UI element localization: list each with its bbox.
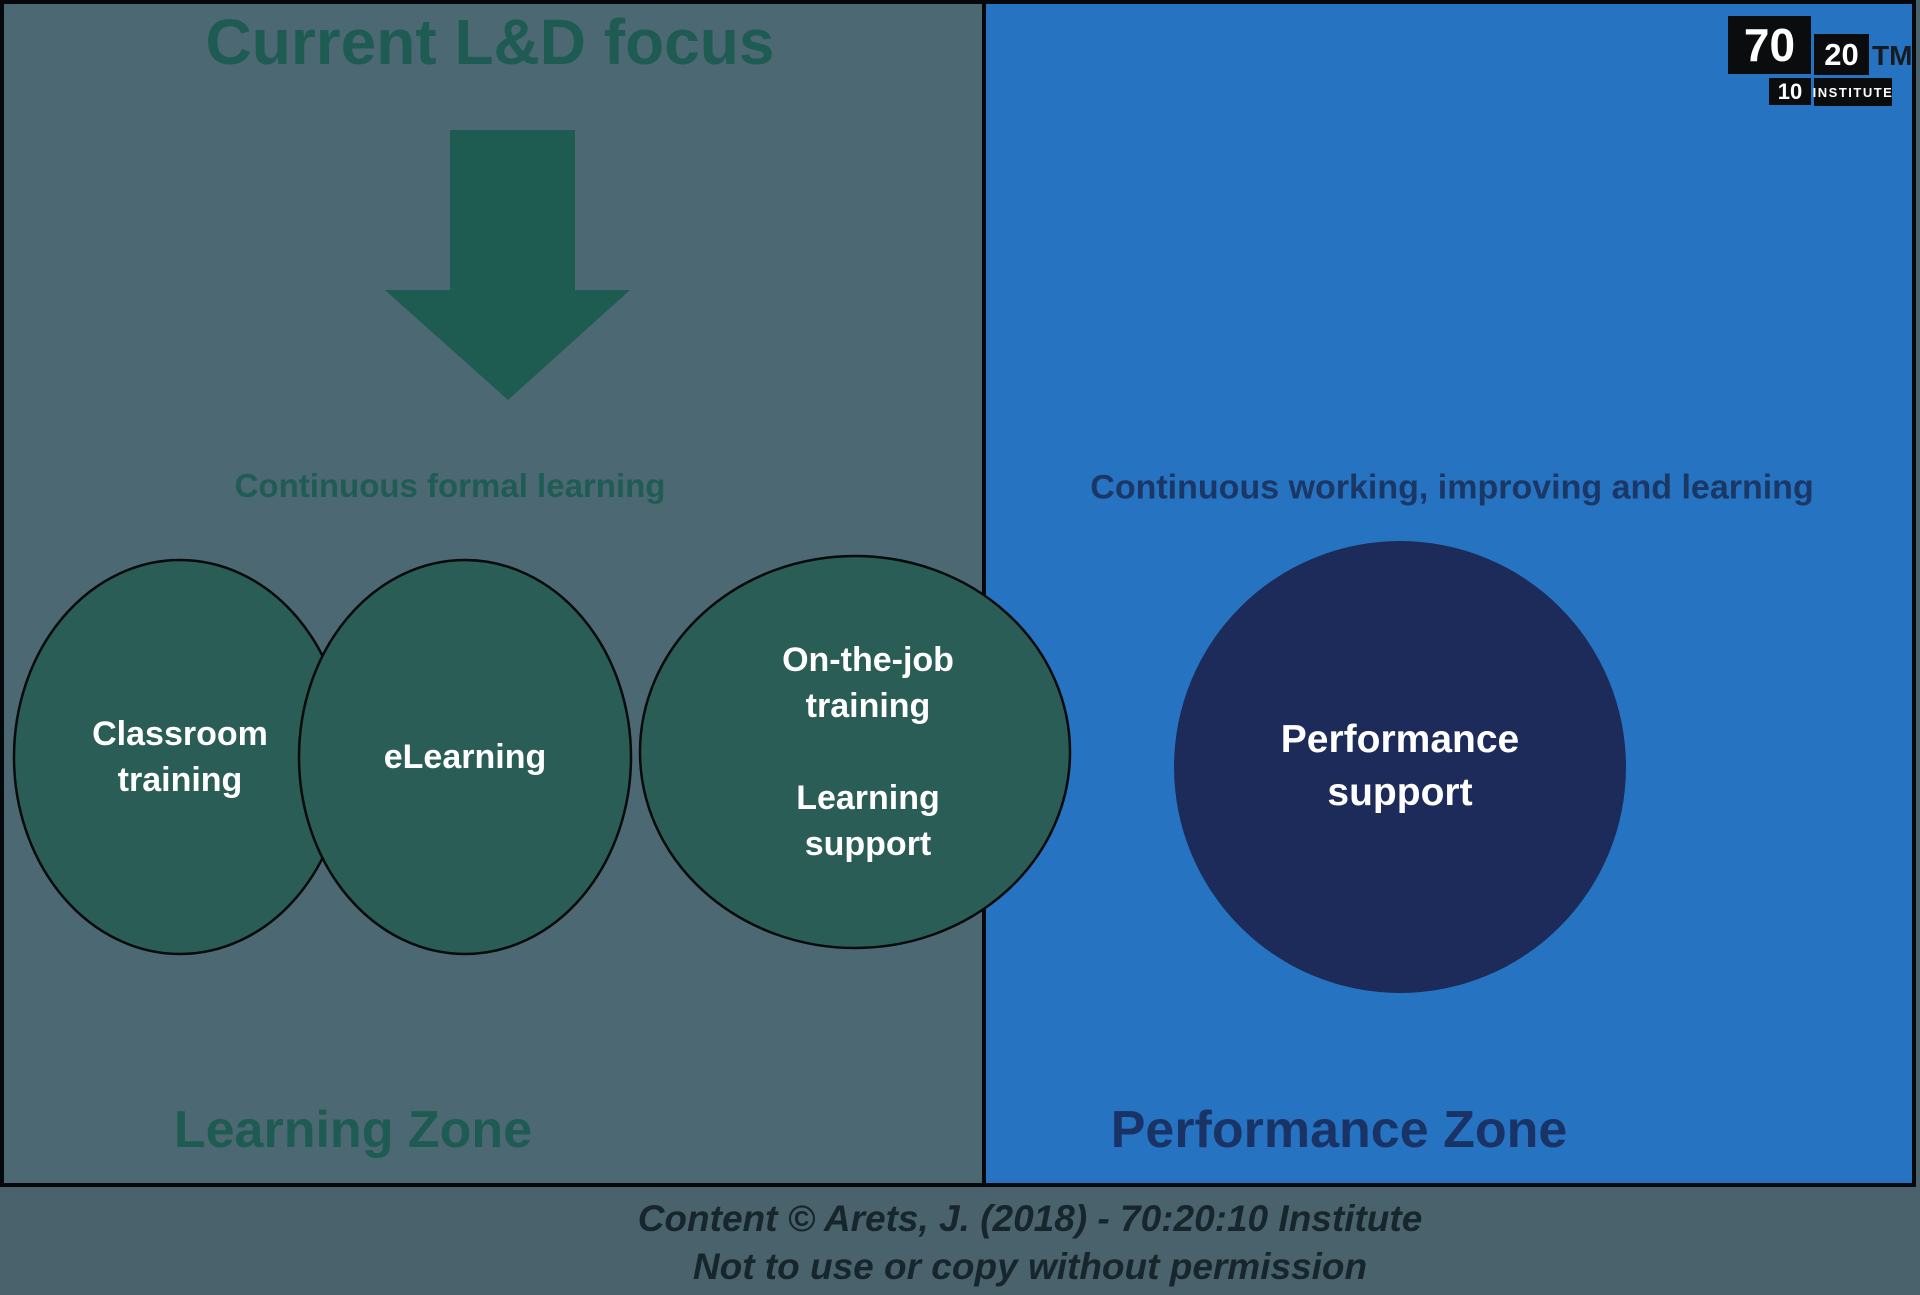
footer-copyright-line: Content © Arets, J. (2018) - 70:20:10 In… bbox=[637, 1198, 1423, 1239]
right-zone-subtitle: Continuous working, improving and learni… bbox=[1090, 468, 1814, 507]
footer-permission-line: Not to use or copy without permission bbox=[692, 1246, 1368, 1287]
diagram-frame bbox=[0, 0, 1916, 1187]
elearning-label: eLearning bbox=[383, 738, 547, 776]
logo-tm-mark: TM bbox=[1872, 40, 1913, 71]
left-zone-subtitle: Continuous formal learning bbox=[234, 467, 666, 504]
performance-zone-background bbox=[986, 4, 1912, 1183]
left-zone-title: Current L&D focus bbox=[205, 6, 775, 78]
logo-70-box: 70 bbox=[1728, 16, 1811, 74]
classroom-training-label: Classroom training bbox=[92, 715, 268, 799]
performance-zone-label: Performance Zone bbox=[1110, 1101, 1568, 1159]
performance-support-label: Performance support bbox=[1280, 718, 1520, 814]
logo-10-box: 10 bbox=[1769, 78, 1811, 105]
logo-20-box: 20 bbox=[1814, 34, 1869, 75]
on-the-job-label: On-the-job training Learning support bbox=[782, 641, 954, 863]
learning-zone-label: Learning Zone bbox=[173, 1101, 533, 1159]
learning-zone-background bbox=[4, 4, 982, 1183]
logo-institute-box: INSTITUTE bbox=[1813, 78, 1892, 106]
